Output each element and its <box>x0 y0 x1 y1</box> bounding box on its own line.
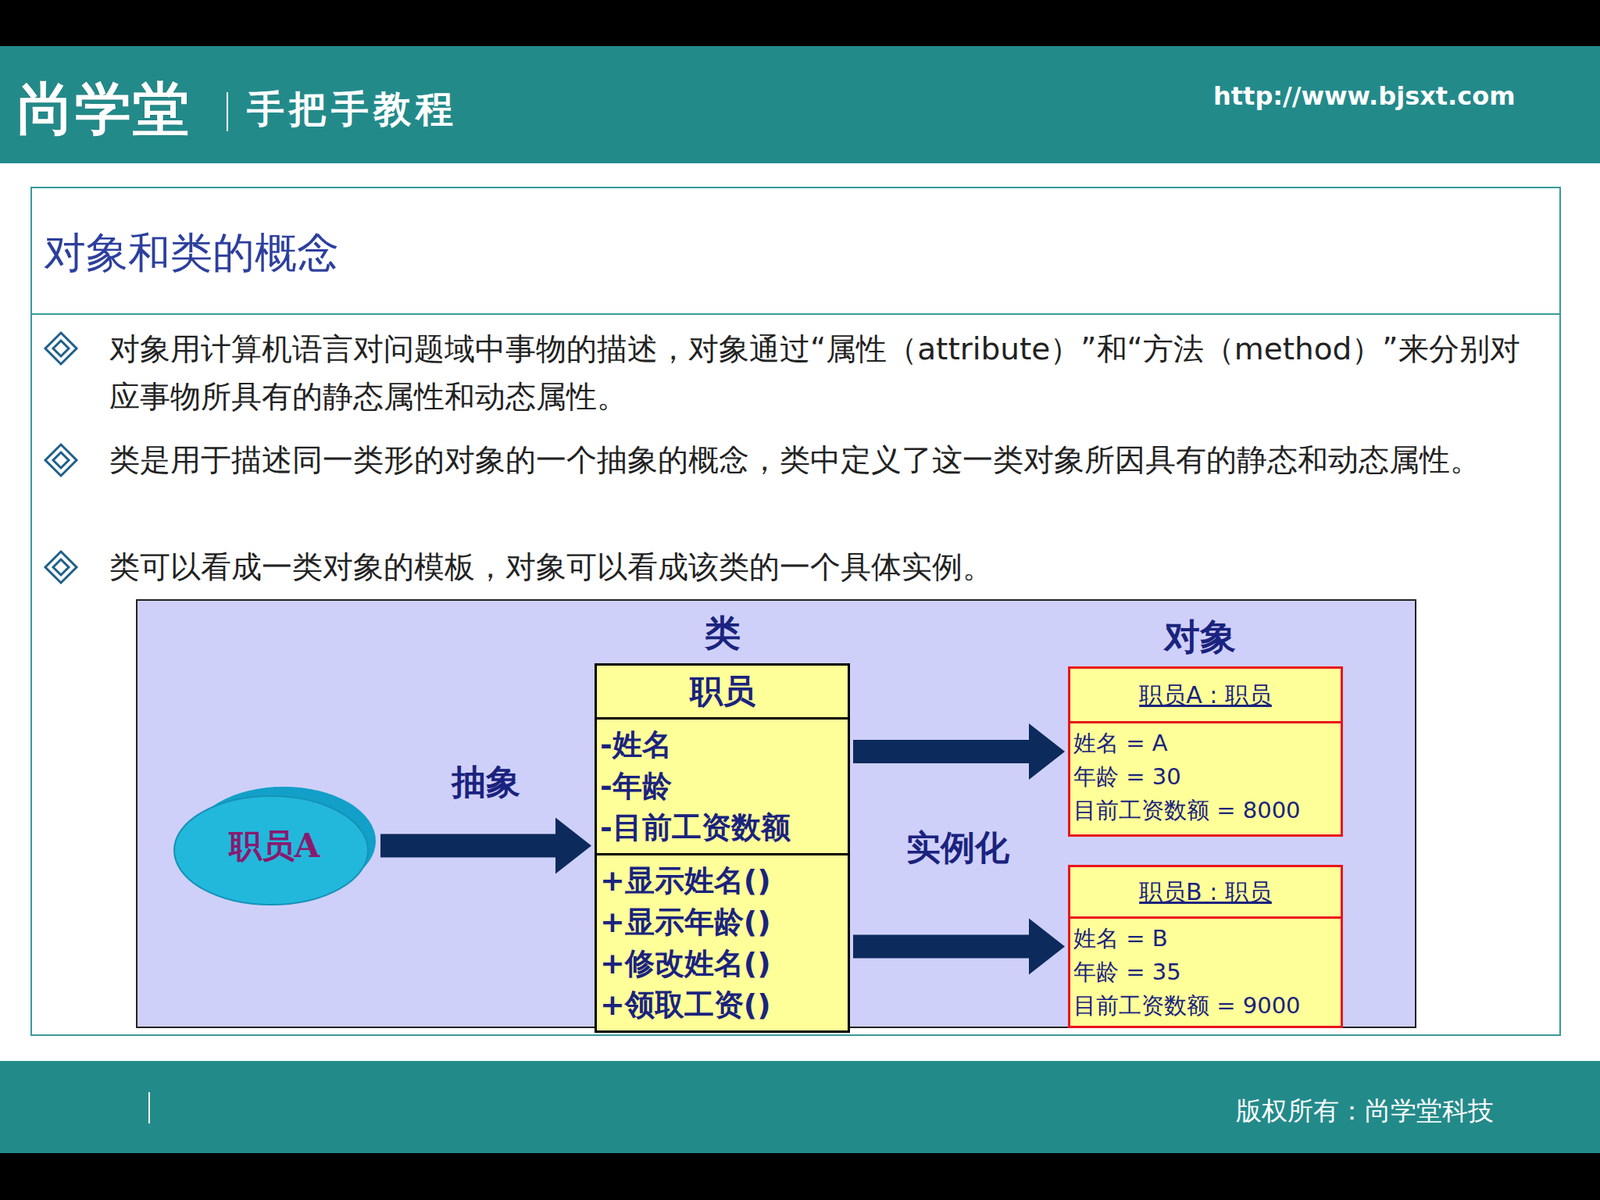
object-box: 职员B : 职员姓名 = B年龄 = 35目前工资数额 = 9000 <box>1067 864 1343 1029</box>
box-line: +修改姓名() <box>600 942 845 985</box>
block-arrow <box>853 918 1065 975</box>
edge-label: 抽象 <box>451 759 521 806</box>
compartment: 姓名 = B年龄 = 35目前工资数额 = 9000 <box>1070 916 1341 1026</box>
box-line: 年龄 = 30 <box>1073 760 1338 794</box>
header-divider <box>226 92 229 132</box>
title-divider <box>30 313 1561 315</box>
compartment: 职员A : 职员 <box>1070 668 1341 722</box>
box-line: +领取工资() <box>600 984 845 1026</box>
bullet-text: 对象用计算机语言对问题域中事物的描述，对象通过“属性（attribute）”和“… <box>109 325 1540 421</box>
bullet-text: 类是用于描述同一类形的对象的一个抽象的概念，类中定义了这一类对象所因具有的静态和… <box>109 435 1540 484</box>
relation-label: 实例化 <box>906 825 1010 872</box>
object-box: 职员A : 职员姓名 = A年龄 = 30目前工资数额 = 8000 <box>1067 666 1343 837</box>
box-line: +显示年龄() <box>600 901 845 943</box>
box-heading: 职员A : 职员 <box>1073 678 1338 713</box>
block-arrow <box>853 723 1065 780</box>
header-subtitle: 手把手教程 <box>246 84 458 135</box>
ellipse-text-wrap: 职员A <box>171 783 378 908</box>
node-label: 职员A <box>228 824 321 868</box>
box-line: 目前工资数额 = 9000 <box>1073 989 1338 1023</box>
compartment: 职员B : 职员 <box>1070 867 1341 917</box>
slide-title: 对象和类的概念 <box>43 225 340 283</box>
box-heading: 职员 <box>600 670 845 713</box>
ellipse-node: 职员A <box>171 783 378 908</box>
column-heading: 对象 <box>1164 613 1236 662</box>
class-box: 类职员-姓名-年龄-目前工资数额+显示姓名()+显示年龄()+修改姓名()+领取… <box>594 663 850 1033</box>
class-heading: 类 <box>596 609 848 658</box>
bullet-text: 类可以看成一类对象的模板，对象可以看成该类的一个具体实例。 <box>109 542 1540 591</box>
box-line: 目前工资数额 = 8000 <box>1073 793 1338 828</box>
box-line: -目前工资数额 <box>600 807 845 849</box>
box-line: -姓名 <box>600 724 845 766</box>
box-line: 姓名 = A <box>1073 726 1338 761</box>
box-line: -年龄 <box>600 765 845 808</box>
compartment: +显示姓名()+显示年龄()+修改姓名()+领取工资() <box>596 853 848 1031</box>
block-arrow <box>380 817 592 875</box>
footer-divider <box>148 1092 150 1124</box>
box-line: 年龄 = 35 <box>1073 955 1338 990</box>
box-heading: 职员B : 职员 <box>1073 875 1338 910</box>
logo-text: 尚学堂 <box>17 71 191 147</box>
compartment: 职员 <box>596 665 848 718</box>
compartment: -姓名-年龄-目前工资数额 <box>596 717 848 854</box>
box-line: 姓名 = B <box>1073 921 1338 956</box>
copyright-text: 版权所有：尚学堂科技 <box>1235 1093 1494 1129</box>
box-line: +显示姓名() <box>600 860 845 902</box>
site-url: http://www.bjsxt.com <box>1213 81 1516 111</box>
compartment: 姓名 = A年龄 = 30目前工资数额 = 8000 <box>1070 721 1341 835</box>
